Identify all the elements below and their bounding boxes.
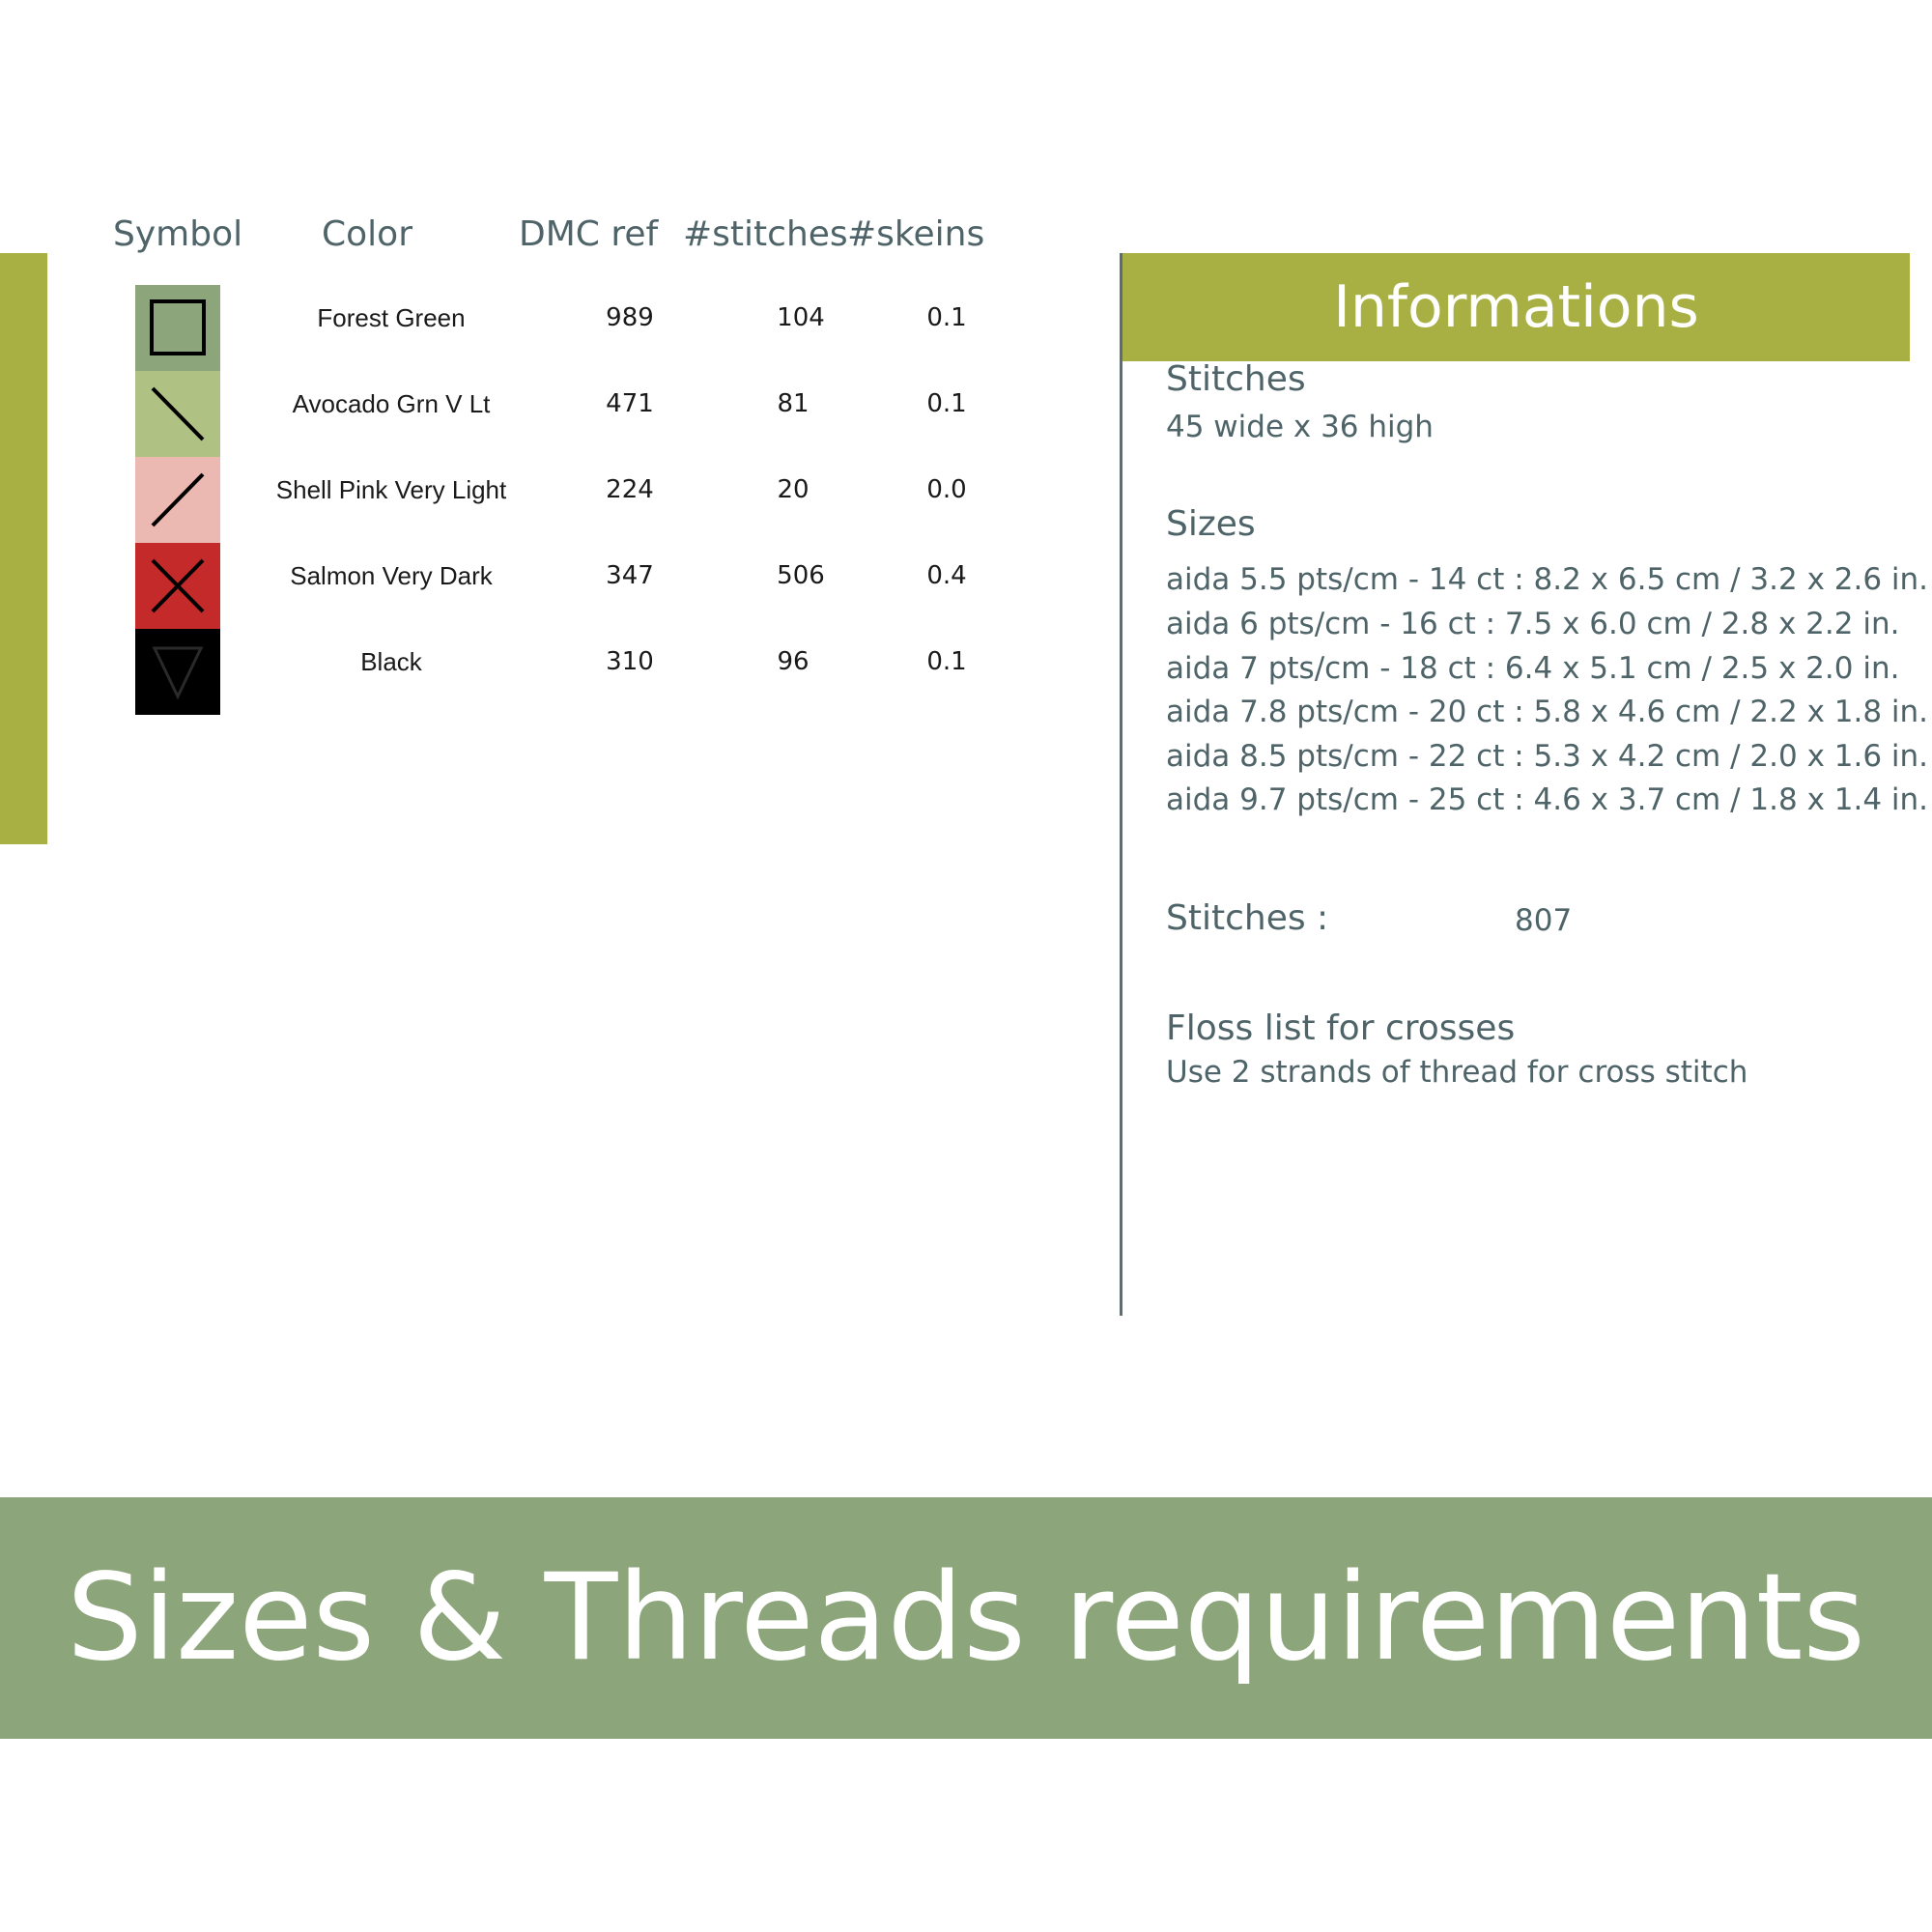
size-line: aida 5.5 pts/cm - 14 ct : 8.2 x 6.5 cm /… xyxy=(1166,562,1929,597)
slash-symbol-icon xyxy=(135,457,220,543)
row-color-name: Black xyxy=(360,647,422,676)
row-dmc: 224 xyxy=(606,475,654,504)
size-line: aida 7 pts/cm - 18 ct : 6.4 x 5.1 cm / 2… xyxy=(1166,651,1900,686)
banner-title: Sizes & Threads requirements xyxy=(0,1497,1932,1739)
header-color: Color xyxy=(322,214,412,254)
row-color-name: Shell Pink Very Light xyxy=(275,475,507,504)
triangle-down-symbol-icon xyxy=(135,629,220,715)
row-dmc: 347 xyxy=(606,561,654,590)
row-stitches: 96 xyxy=(777,647,810,676)
swatch-forest-green xyxy=(135,285,220,371)
header-symbol: Symbol xyxy=(113,214,243,254)
total-stitches-label: Stitches : xyxy=(1166,898,1329,938)
swatch-salmon xyxy=(135,543,220,629)
row-stitches: 506 xyxy=(777,561,825,590)
size-line: aida 7.8 pts/cm - 20 ct : 5.8 x 4.6 cm /… xyxy=(1166,695,1929,729)
row-skeins: 0.1 xyxy=(926,389,967,418)
stitches-dimensions: 45 wide x 36 high xyxy=(1166,410,1434,444)
row-color-name: Salmon Very Dark xyxy=(290,561,493,590)
row-dmc: 471 xyxy=(606,389,654,418)
size-line: aida 8.5 pts/cm - 22 ct : 5.3 x 4.2 cm /… xyxy=(1166,739,1929,774)
swatch-avocado xyxy=(135,371,220,457)
row-skeins: 0.1 xyxy=(926,647,967,676)
info-title: Informations xyxy=(1122,253,1910,361)
row-dmc: 989 xyxy=(606,303,654,332)
total-stitches-value: 807 xyxy=(1515,903,1573,938)
row-skeins: 0.1 xyxy=(926,303,967,332)
x-symbol-icon xyxy=(135,543,220,629)
header-dmc-ref: DMC ref xyxy=(519,214,659,254)
left-accent-bar xyxy=(0,253,47,844)
swatch-black xyxy=(135,629,220,715)
floss-heading: Floss list for crosses xyxy=(1166,1009,1516,1048)
stitches-heading: Stitches xyxy=(1166,359,1306,399)
row-dmc: 310 xyxy=(606,647,654,676)
size-line: aida 9.7 pts/cm - 25 ct : 4.6 x 3.7 cm /… xyxy=(1166,782,1929,817)
row-color-name: Avocado Grn V Lt xyxy=(292,389,491,418)
row-color-name: Forest Green xyxy=(317,303,466,332)
row-stitches: 81 xyxy=(777,389,810,418)
row-stitches: 104 xyxy=(777,303,825,332)
floss-note: Use 2 strands of thread for cross stitch xyxy=(1166,1055,1748,1090)
header-skeins: #skeins xyxy=(847,214,985,254)
row-stitches: 20 xyxy=(777,475,810,504)
row-skeins: 0.4 xyxy=(926,561,967,590)
swatch-shell-pink xyxy=(135,457,220,543)
backslash-symbol-icon xyxy=(135,371,220,457)
header-stitches: #stitches xyxy=(683,214,848,254)
row-skeins: 0.0 xyxy=(926,475,967,504)
sizes-heading: Sizes xyxy=(1166,504,1256,544)
square-symbol-icon xyxy=(135,285,220,371)
info-divider-line xyxy=(1120,253,1122,1316)
size-line: aida 6 pts/cm - 16 ct : 7.5 x 6.0 cm / 2… xyxy=(1166,607,1900,641)
